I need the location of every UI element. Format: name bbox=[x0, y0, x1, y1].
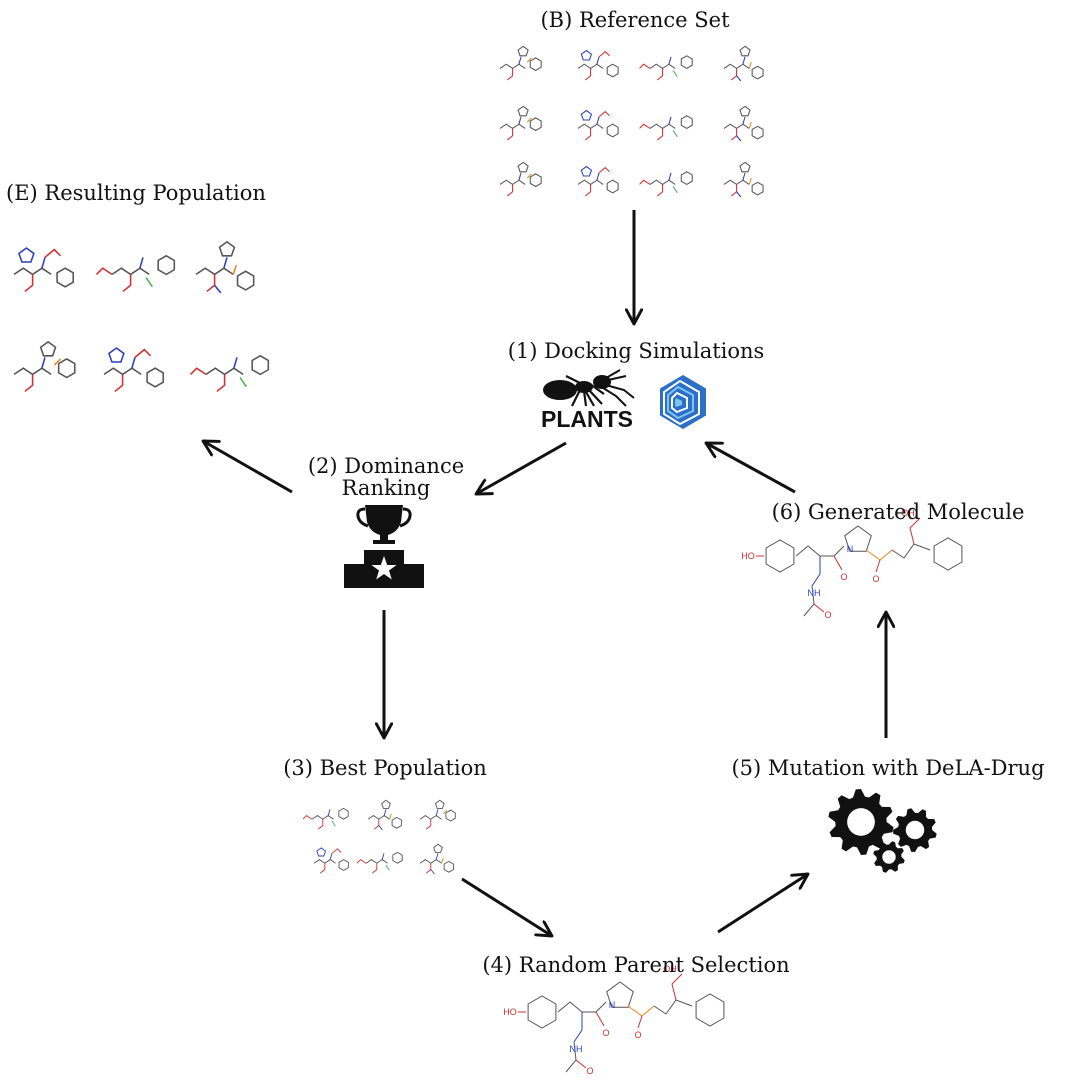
molecule-thumbnail bbox=[419, 843, 454, 875]
atom-label: O bbox=[602, 1028, 609, 1038]
molecule-thumbnail bbox=[639, 115, 693, 141]
atom-label: O bbox=[634, 1030, 641, 1040]
molecule-thumbnail bbox=[95, 254, 176, 293]
molecule-thumbnail bbox=[723, 105, 764, 142]
molecule-thumbnail bbox=[302, 807, 349, 830]
best-population-molecules bbox=[302, 799, 456, 875]
molecule-thumbnail bbox=[723, 161, 764, 198]
arrow-dominance-to-resulting bbox=[203, 441, 293, 494]
plants-logo-text: PLANTS bbox=[541, 406, 633, 432]
molecule-thumbnail bbox=[639, 171, 693, 197]
molecule-thumbnail bbox=[367, 799, 402, 831]
molecule-thumbnail bbox=[189, 354, 270, 393]
arrow-generated-to-docking bbox=[706, 443, 796, 494]
molecule-thumbnail bbox=[313, 847, 349, 874]
atom-label: O bbox=[840, 572, 847, 582]
molecule-thumbnail bbox=[499, 45, 542, 81]
atom-label: O bbox=[872, 574, 879, 584]
arrow-parent-to-mutation bbox=[717, 874, 808, 934]
molecule-thumbnail bbox=[195, 240, 255, 294]
molecule-thumbnail bbox=[639, 55, 693, 81]
atom-label: N bbox=[609, 1000, 616, 1010]
molecule-thumbnail bbox=[103, 347, 164, 393]
dominance-ranking-label: (2) Dominance Ranking bbox=[307, 454, 465, 501]
best-population-label: (3) Best Population bbox=[283, 756, 487, 780]
molecule-thumbnail bbox=[577, 165, 619, 197]
reference-set-molecules bbox=[499, 45, 764, 198]
resulting-population-label: (E) Resulting Population bbox=[6, 181, 266, 205]
resulting-population-molecules bbox=[13, 240, 270, 393]
molecule-thumbnail bbox=[13, 247, 74, 293]
atom-label: O bbox=[586, 1066, 593, 1076]
gears-icon bbox=[828, 789, 937, 873]
molecule-thumbnail bbox=[13, 340, 76, 393]
atom-label: O bbox=[824, 610, 831, 620]
molecule-thumbnail bbox=[499, 161, 542, 197]
atom-label: NH bbox=[570, 1044, 583, 1054]
arrow-docking-to-dominance bbox=[476, 441, 567, 494]
atom-label: HO bbox=[741, 551, 755, 561]
parent-selection-label: (4) Random Parent Selection bbox=[482, 953, 790, 977]
molecule-thumbnail bbox=[356, 851, 403, 874]
atom-label: HO bbox=[503, 1007, 517, 1017]
molecule-thumbnail bbox=[577, 49, 619, 81]
reference-set-label: (B) Reference Set bbox=[540, 8, 730, 32]
molecule-thumbnail bbox=[419, 799, 456, 830]
generated-molecule-structure: HO NH N O O OH O bbox=[741, 508, 963, 620]
mutation-label: (5) Mutation with DeLA-Drug bbox=[731, 756, 1045, 780]
molecule-thumbnail bbox=[723, 45, 764, 82]
atom-label: OH bbox=[901, 508, 915, 518]
trophy-podium-icon bbox=[344, 505, 424, 588]
docking-simulations-label: (1) Docking Simulations bbox=[507, 339, 765, 363]
atom-label: N bbox=[847, 544, 854, 554]
parent-molecule-structure: HO NH N O O OH O bbox=[503, 964, 725, 1076]
generated-molecule-label: (6) Generated Molecule bbox=[771, 500, 1025, 524]
arrow-best-to-parent bbox=[461, 877, 552, 936]
plants-ant-icon bbox=[543, 369, 635, 407]
hexagon-docking-logo bbox=[660, 375, 706, 429]
molecule-thumbnail bbox=[577, 109, 619, 141]
atom-label: NH bbox=[808, 588, 821, 598]
molecule-thumbnail bbox=[499, 105, 542, 141]
atom-label: OH bbox=[663, 964, 677, 974]
